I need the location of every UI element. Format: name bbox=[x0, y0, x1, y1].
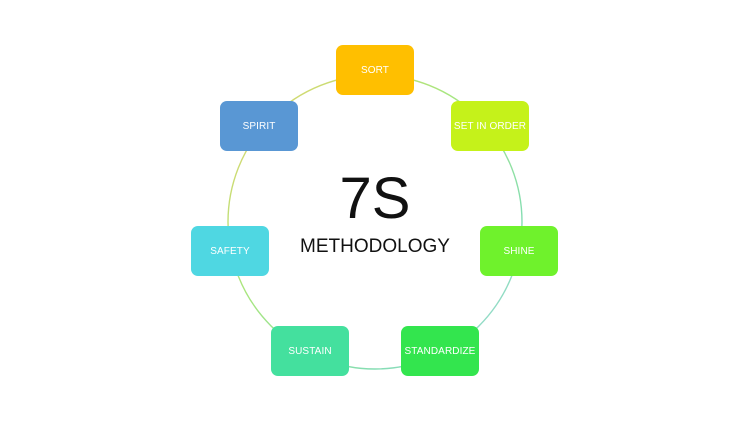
node-standardize: STANDARDIZE bbox=[401, 326, 479, 376]
node-standardize-label: STANDARDIZE bbox=[404, 345, 476, 357]
node-shine-label: SHINE bbox=[503, 245, 535, 257]
center-title: 7S bbox=[339, 166, 411, 231]
node-sustain-label: SUSTAIN bbox=[288, 345, 332, 357]
node-spirit-label: SPIRIT bbox=[242, 120, 276, 132]
node-sustain: SUSTAIN bbox=[271, 326, 349, 376]
node-sort: SORT bbox=[336, 45, 414, 95]
node-safety: SAFETY bbox=[191, 226, 269, 276]
center-subtitle: METHODOLOGY bbox=[300, 236, 450, 257]
node-sort-label: SORT bbox=[361, 64, 389, 76]
node-safety-label: SAFETY bbox=[210, 245, 250, 257]
node-shine: SHINE bbox=[480, 226, 558, 276]
node-set-in-order: SET IN ORDER bbox=[451, 101, 529, 151]
node-set-in-order-label: SET IN ORDER bbox=[453, 120, 527, 132]
node-spirit: SPIRIT bbox=[220, 101, 298, 151]
